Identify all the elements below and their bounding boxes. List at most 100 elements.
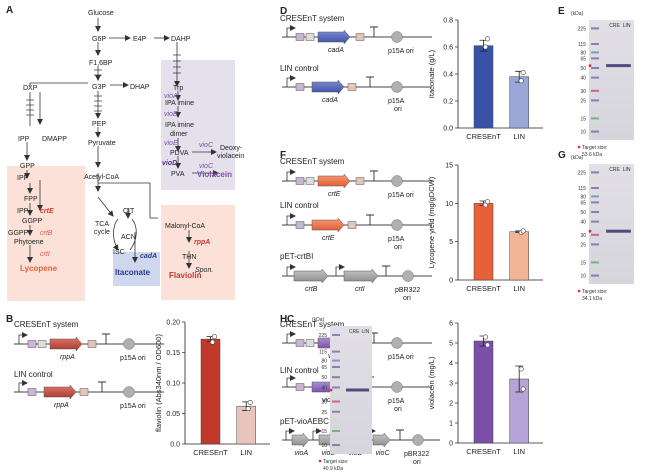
node-dahp: DAHP	[171, 36, 191, 43]
y-tick-label: 0.6	[443, 45, 453, 52]
lane-label: CRE	[609, 23, 620, 29]
product-lycopene: Lycopene	[20, 264, 58, 273]
regulatory-part	[87, 340, 97, 348]
panel-a-pathway: Glucose G6P E4P DAHP F1,6BP DXP G3P DHAP…	[7, 10, 244, 301]
origin-circle	[412, 434, 424, 446]
ladder-kda-label: 50	[580, 210, 586, 216]
ladder-kda-label: 25	[321, 410, 327, 416]
flaviolin-box	[161, 205, 235, 300]
data-point	[484, 199, 490, 205]
target-size-label: Target size:	[582, 145, 608, 151]
origin-label: pBR322	[404, 451, 429, 458]
ladder-band	[591, 220, 599, 223]
ladder-kda-label: 25	[580, 98, 586, 104]
bar	[473, 340, 494, 444]
bar	[200, 338, 221, 445]
bar	[473, 203, 494, 281]
y-tick-label: 0.20	[166, 320, 180, 327]
gene-arrow	[372, 432, 391, 448]
promoter-icon	[286, 213, 296, 225]
ladder-kda-label: 225	[578, 170, 587, 176]
origin-label: ori	[403, 295, 411, 302]
gel-image	[589, 164, 634, 284]
ladder-band	[332, 444, 340, 447]
origin-label: p15A ori	[388, 354, 414, 361]
ladder-kda-label: 65	[580, 200, 586, 206]
violacein-box	[161, 60, 235, 190]
regulatory-part	[347, 83, 357, 91]
y-tick-label: 10	[445, 201, 453, 208]
x-tick-label: CRESEnT	[193, 448, 228, 457]
node-dxp: DXP	[23, 85, 38, 92]
node-deoxy-1: Deoxy-	[220, 145, 243, 152]
target-band	[606, 64, 631, 68]
node-fpp: FPP	[24, 196, 38, 203]
regulatory-part	[295, 221, 305, 229]
enzyme-crtE: crtE	[40, 208, 54, 215]
node-ggpp: GGPP	[22, 218, 43, 225]
regulatory-part	[305, 339, 315, 347]
data-point	[482, 44, 488, 50]
x-tick-label: LIN	[513, 284, 525, 293]
x-tick-label: CRESEnT	[466, 284, 501, 293]
gene-arrow	[317, 173, 351, 189]
target-marker	[588, 64, 592, 67]
x-tick-label: CRESEnT	[466, 447, 501, 456]
node-thn: THN	[182, 254, 196, 261]
target-marker	[577, 289, 581, 293]
node-ipp: IPP	[18, 136, 30, 143]
gene-label: vioC	[376, 450, 391, 457]
y-tick-label: 5	[449, 341, 453, 348]
ladder-kda-label: 80	[580, 194, 586, 200]
promoter-icon	[286, 331, 296, 343]
data-point	[520, 228, 526, 234]
target-size-value: 40.9 kDa	[323, 466, 343, 472]
origin-label: ori	[394, 244, 402, 251]
regulatory-part	[27, 388, 37, 396]
promoter-icon	[286, 25, 296, 37]
origin-label: p15A ori	[388, 48, 414, 55]
ladder-kda-label: 15	[580, 260, 586, 266]
y-tick-label: 0.0	[170, 442, 180, 449]
regulatory-part	[27, 340, 37, 348]
y-tick-label: 3	[449, 381, 453, 388]
node-deoxy-2: violacein	[217, 153, 244, 160]
ladder-band	[591, 57, 599, 60]
promoter-icon	[286, 375, 296, 387]
y-tick-label: 1	[449, 421, 453, 428]
terminator-icon	[370, 170, 378, 181]
x-tick-label: LIN	[513, 447, 525, 456]
ladder-band	[591, 261, 599, 264]
enzyme-vioB: vioB	[164, 111, 178, 118]
panel-letter-f: F	[280, 150, 286, 161]
y-tick-label: 0.2	[443, 99, 453, 106]
terminator-icon	[396, 429, 404, 440]
ladder-kda-label: 115	[578, 186, 586, 192]
lane-label: CRE	[349, 329, 360, 335]
gene-arrow	[343, 268, 379, 284]
origin-circle	[391, 337, 403, 349]
regulatory-part	[79, 388, 89, 396]
terminator-icon	[382, 265, 390, 276]
ladder-band	[591, 195, 599, 198]
node-cycle: cycle	[94, 229, 110, 236]
ladder-kda-label: 225	[578, 26, 587, 32]
y-tick-label: 6	[449, 321, 453, 328]
ladder-band	[332, 429, 340, 432]
node-g3p: G3P	[92, 84, 106, 91]
origin-circle	[391, 381, 403, 393]
gene-arrow	[293, 268, 329, 284]
node-ipa-imine-dimer-1: IPA imine	[165, 122, 194, 129]
data-point	[247, 400, 253, 406]
x-tick-label: LIN	[513, 132, 525, 141]
ladder-kda-label: 25	[580, 242, 586, 248]
gene-arrow	[311, 79, 345, 95]
enzyme-spon: Spon.	[195, 267, 213, 274]
target-band	[345, 388, 370, 392]
node-gpp: GPP	[20, 163, 35, 170]
